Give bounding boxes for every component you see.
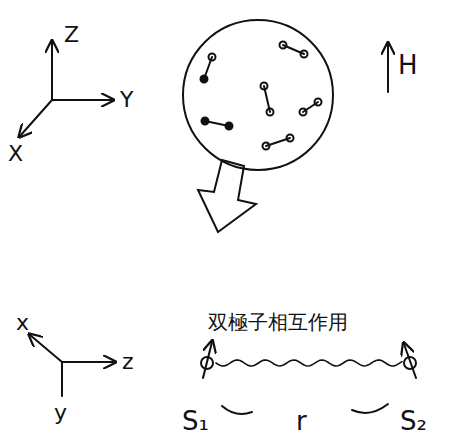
y-axis-2	[61, 362, 63, 396]
spin-2-arrow	[404, 344, 416, 378]
axis-label: Y	[120, 89, 133, 111]
field-label: H	[398, 52, 418, 78]
wavy-interaction	[216, 360, 402, 366]
y-axis	[52, 99, 112, 101]
heading: 双極子相互作用	[208, 312, 348, 332]
field-arrow	[387, 44, 389, 92]
axis-label: X	[8, 143, 23, 165]
axis-label: y	[54, 402, 67, 424]
z-axis	[51, 42, 53, 100]
distance-label: r	[296, 408, 307, 434]
x-axis-2	[30, 335, 62, 362]
sample-circle	[183, 20, 333, 170]
spin-label: S₂	[400, 408, 427, 434]
axis-label: z	[122, 351, 134, 373]
zoom-arrow	[198, 160, 256, 232]
x-axis	[20, 100, 52, 136]
bracket-left	[222, 406, 252, 414]
axis-label: x	[16, 312, 29, 334]
dipole-pairs	[201, 42, 322, 150]
spin-label: S₁	[182, 408, 209, 434]
axis-label: Z	[64, 24, 79, 46]
bracket-right	[352, 404, 388, 413]
spin-1-arrow	[203, 342, 212, 378]
z-axis-2	[62, 361, 114, 363]
